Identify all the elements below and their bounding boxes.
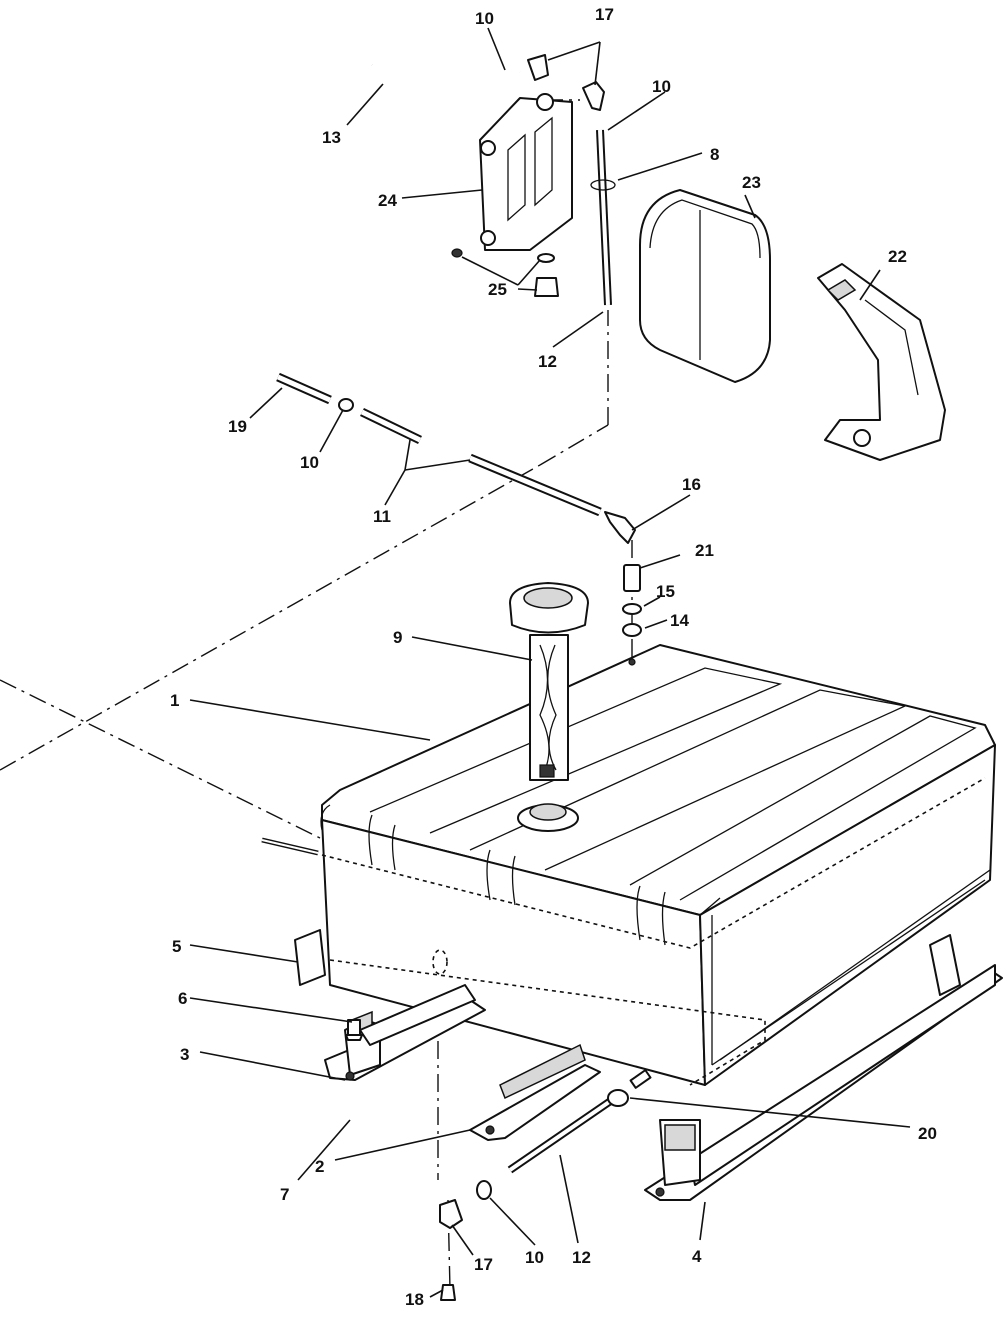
right-support-bracket xyxy=(644,934,1003,1201)
callout-3: 3 xyxy=(180,1045,189,1064)
callout-12-lower: 12 xyxy=(572,1248,591,1267)
callout-23: 23 xyxy=(742,173,761,192)
callout-24: 24 xyxy=(378,191,397,210)
callout-14: 14 xyxy=(670,611,689,630)
callout-10-top: 10 xyxy=(475,9,494,28)
fuel-filter-head xyxy=(451,93,573,297)
callout-16: 16 xyxy=(682,475,701,494)
callout-21: 21 xyxy=(695,541,714,560)
callout-20: 20 xyxy=(918,1124,937,1143)
callout-1: 1 xyxy=(170,691,179,710)
lower-fuel-line xyxy=(345,1019,652,1301)
callout-10-vent: 10 xyxy=(652,77,671,96)
callout-15: 15 xyxy=(656,582,675,601)
fuel-sender-unit xyxy=(509,582,589,781)
callout-18: 18 xyxy=(405,1290,424,1309)
callout-6: 6 xyxy=(178,989,187,1008)
fill-tube-assembly xyxy=(276,372,642,637)
leader-lines xyxy=(189,27,911,1298)
callout-25: 25 xyxy=(488,280,507,299)
callout-11: 11 xyxy=(373,507,391,526)
callout-17-top: 17 xyxy=(595,5,614,24)
callout-10-bottom: 10 xyxy=(525,1248,544,1267)
callout-2: 2 xyxy=(315,1157,324,1176)
callout-4: 4 xyxy=(692,1247,702,1266)
center-strap xyxy=(469,1043,601,1141)
callout-7: 7 xyxy=(280,1185,289,1204)
callout-9: 9 xyxy=(393,628,402,647)
callout-13: 13 xyxy=(322,128,341,147)
vent-tube-assembly xyxy=(371,54,616,306)
callout-12-upper: 12 xyxy=(538,352,557,371)
callout-8: 8 xyxy=(710,145,719,164)
mounting-bracket xyxy=(817,263,946,461)
callout-10-fill: 10 xyxy=(300,453,319,472)
callout-17-bottom: 17 xyxy=(474,1255,493,1274)
callout-5: 5 xyxy=(172,937,181,956)
fuel-tank xyxy=(261,644,996,1086)
callout-22: 22 xyxy=(888,247,907,266)
callout-labels: 1 2 3 4 5 6 7 8 9 10 10 10 10 11 12 12 1… xyxy=(170,5,937,1309)
filter-cover xyxy=(639,189,771,383)
callout-19: 19 xyxy=(228,417,247,436)
